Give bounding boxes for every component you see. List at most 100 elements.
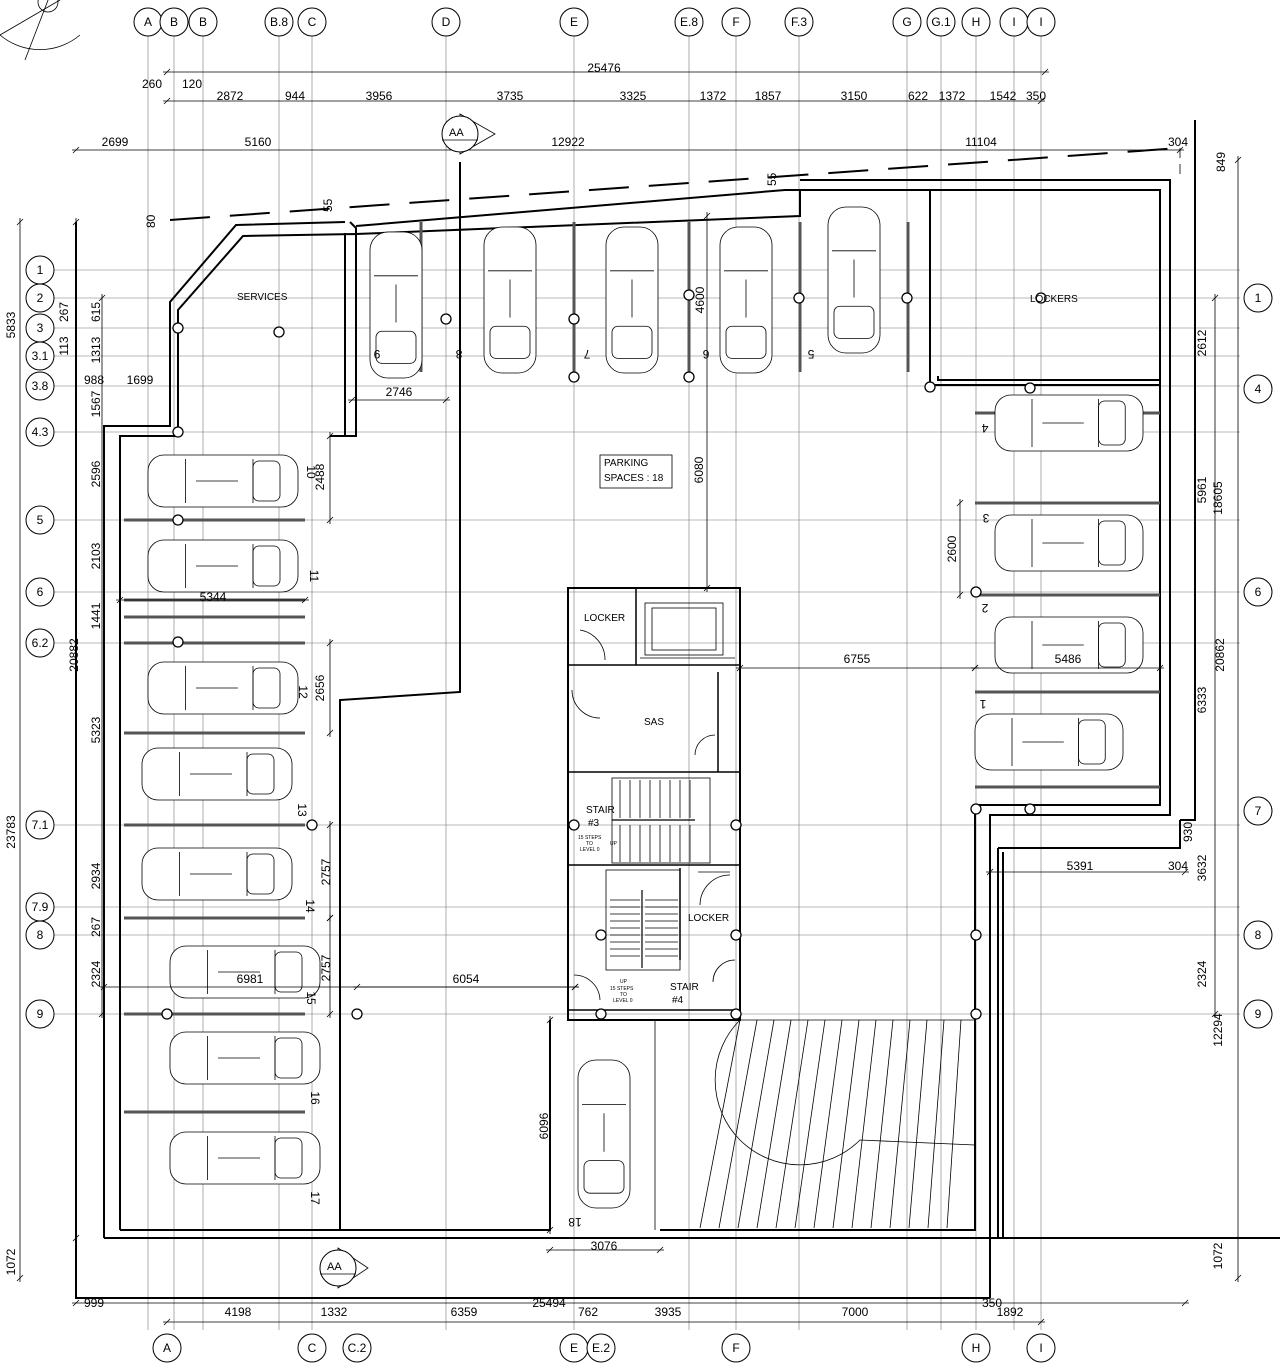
dim-6755-t: 6755 [844,652,871,666]
dim-2757b-tick-0 [326,914,334,922]
grid-bubble-top-8-circle [721,7,751,37]
grid-bubble-right-5: 9 [1243,999,1273,1029]
column-14 [172,636,184,648]
dim-2600-tick-0 [956,499,964,507]
dim-1313: 1313 [89,336,103,363]
grid-bubble-top-1: B [159,7,189,37]
dim-55a: 55 [321,198,335,212]
car-left-2 [147,661,299,715]
car-right-2 [994,616,1144,674]
car-left-0 [147,454,299,508]
dim-6333-t: 6333 [1195,686,1209,713]
grid-bubble-right-5-label: 9 [1255,1007,1262,1021]
column-19 [568,819,580,831]
column-11 [1024,382,1036,394]
column-23 [970,929,982,941]
dim-bottom-row-5: 3935 [655,1305,682,1319]
stair-3-treads [611,777,711,864]
car-left-3 [141,747,293,801]
space-number-10: 10 [304,465,318,479]
dim-3076-tick-0 [546,1246,554,1254]
stair-4-note-1: 15 STEPS [610,986,634,992]
dim-2934: 2934 [89,862,103,889]
dim-top-row-6: 1857 [755,89,782,103]
grid-bubble-top-8-label: F [732,15,739,29]
space-number-11: 11 [307,570,321,583]
dim-6054-t: 6054 [453,972,480,986]
car-ramp-rear [583,1160,625,1194]
dim-bottom-row-8: 1892 [997,1305,1024,1319]
stair-3-note-2: TO [586,841,593,847]
dim-1072-left: 1072 [4,1248,18,1275]
column-16 [970,586,982,598]
grid-bubble-top-10-label: G [902,15,911,29]
column-17 [970,803,982,815]
dim-top-row-4: 3325 [620,89,647,103]
stair-4-treads [605,869,681,971]
grid-bubble-top-7-circle [674,7,704,37]
grid-bubble-left-1-label: 2 [37,291,44,305]
ramp-line-6 [813,1019,843,1229]
column-27 [730,1008,742,1020]
column-0 [172,322,184,334]
grid-bubble-left-4: 3.8 [25,371,55,401]
dimension-lines [16,68,1242,1326]
dim-849: 849 [1214,152,1228,172]
dim-1699: 1699 [127,373,154,387]
dim-2488-t: 2488 [313,463,327,490]
dim-6755-tick-0 [736,664,744,672]
ramp-line-7 [832,1019,860,1229]
dim-left-inner-tick-1 [72,1234,80,1242]
grid-bubble-right-0-label: 1 [1255,291,1262,305]
grid-bubble-right-3-label: 7 [1255,804,1262,818]
room-stair-4-num: #4 [672,995,684,1006]
car-top-4-rear [833,305,875,339]
column-25 [351,1008,363,1020]
dim-top-row-5: 1372 [700,89,727,103]
dim-2746-tick-1 [442,396,450,404]
car-left-0-rear [252,460,281,502]
car-right-2-rear [1098,622,1126,668]
grid-bubble-bottom-0: A [152,1333,182,1363]
grid-bubble-bottom-3-label: E [570,1341,578,1355]
dim-6981-t: 6981 [237,972,264,986]
grid-bubble-top-9: F.3 [784,7,814,37]
grid-bubble-left-8-circle [25,628,55,658]
column-2 [440,313,452,325]
grid-bubble-bottom-4-label: E.2 [592,1341,610,1355]
grid-bubble-right-4-circle [1243,920,1273,950]
space-number-13: 13 [295,803,309,817]
stair-3-note-3: LEVEL 0 [580,847,600,853]
car-top-2-rear [611,325,653,359]
car-top-2 [605,226,659,374]
car-right-1 [994,514,1144,572]
grid-bubble-bottom-7: I [1026,1333,1056,1363]
grid-bubble-left-7: 6 [25,577,55,607]
column-22 [730,929,742,941]
space-number-3: 3 [982,511,989,525]
column-21 [595,929,607,941]
ramp-line-13 [946,1019,962,1229]
dim-267a: 267 [57,302,71,322]
grid-bubble-left-5-label: 4.3 [32,425,49,439]
grid-bubble-left-2: 3 [25,313,55,343]
grid-bubble-bottom-5: F [721,1333,751,1363]
room-locker-1: LOCKER [584,613,625,624]
grid-bubble-top-2-label: B [199,15,207,29]
section-mark-top: AA [441,113,496,155]
dim-top-row2-4: 304 [1168,135,1188,149]
grid-bubble-top-6-circle [559,7,589,37]
grid-bubble-bottom-1: C [297,1333,327,1363]
dim-5344-t: 5344 [200,590,227,604]
dim-top-row-2: 3956 [366,89,393,103]
column-5 [793,292,805,304]
grid-bubble-top-1-label: B [170,15,178,29]
grid-bubble-top-9-label: F.3 [791,15,807,29]
grid-bubble-top-6-label: E [570,15,578,29]
grid-bubble-left-9-label: 7.1 [32,818,49,832]
dim-2600-tick-1 [956,591,964,599]
grid-bubble-top-0: A [133,7,163,37]
car-left-7-rear [274,1137,303,1179]
grid-bubble-top-10: G [892,7,922,37]
